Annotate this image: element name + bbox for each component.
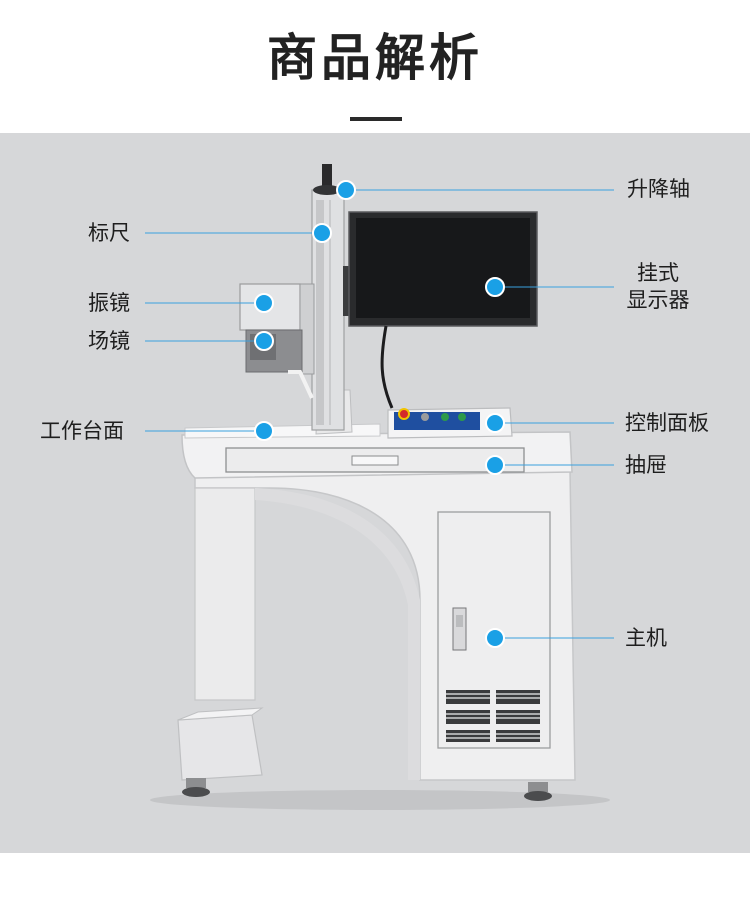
leader-lines [145, 189, 614, 639]
title-underline [350, 117, 402, 121]
foot-block-top [177, 707, 264, 721]
field-lens-dot [254, 331, 274, 351]
label-hanging-display-line1: 挂式 [637, 261, 679, 285]
leveling-feet [182, 778, 552, 801]
monitor-arm [343, 266, 353, 316]
handwheel [313, 185, 341, 195]
vent-slats [446, 693, 540, 739]
green-button-1 [441, 413, 449, 421]
label-drawer: 抽屉 [625, 453, 667, 477]
worktable-dot [254, 421, 274, 441]
floor-shadow [150, 790, 610, 810]
handwheel-shaft [322, 164, 332, 190]
label-control-panel: 控制面板 [625, 411, 709, 435]
cabinet-left-leg [194, 487, 256, 701]
green-button-2 [458, 413, 466, 421]
label-lift-axis: 升降轴 [627, 177, 690, 201]
label-galvo: 振镜 [88, 291, 130, 315]
scale-ruler-dot [312, 223, 332, 243]
monitor-screen [356, 218, 530, 318]
main-unit-dot [485, 628, 505, 648]
galvo-dot [254, 293, 274, 313]
label-scale-ruler: 标尺 [88, 221, 130, 245]
lift-column-rail [316, 200, 324, 425]
key-switch [421, 413, 429, 421]
fiber-cable [288, 370, 314, 399]
drawer-dot [485, 455, 505, 475]
emergency-stop-button [398, 408, 410, 420]
door-lock [452, 607, 467, 651]
label-hanging-display-line2: 显示器 [626, 288, 690, 312]
monitor-cable [380, 325, 394, 409]
callout-dots [254, 180, 505, 648]
lift-axis-dot [336, 180, 356, 200]
foot-block [177, 714, 263, 781]
label-field-lens: 场镜 [88, 329, 130, 353]
control-panel-dot [485, 413, 505, 433]
page-title: 商品解析 [267, 29, 483, 87]
door-lock-slot [456, 615, 463, 627]
display-dot [485, 277, 505, 297]
label-main-unit: 主机 [625, 626, 667, 650]
drawer-handle [351, 455, 399, 466]
galvo-mount [299, 283, 315, 375]
label-worktable: 工作台面 [40, 419, 124, 443]
